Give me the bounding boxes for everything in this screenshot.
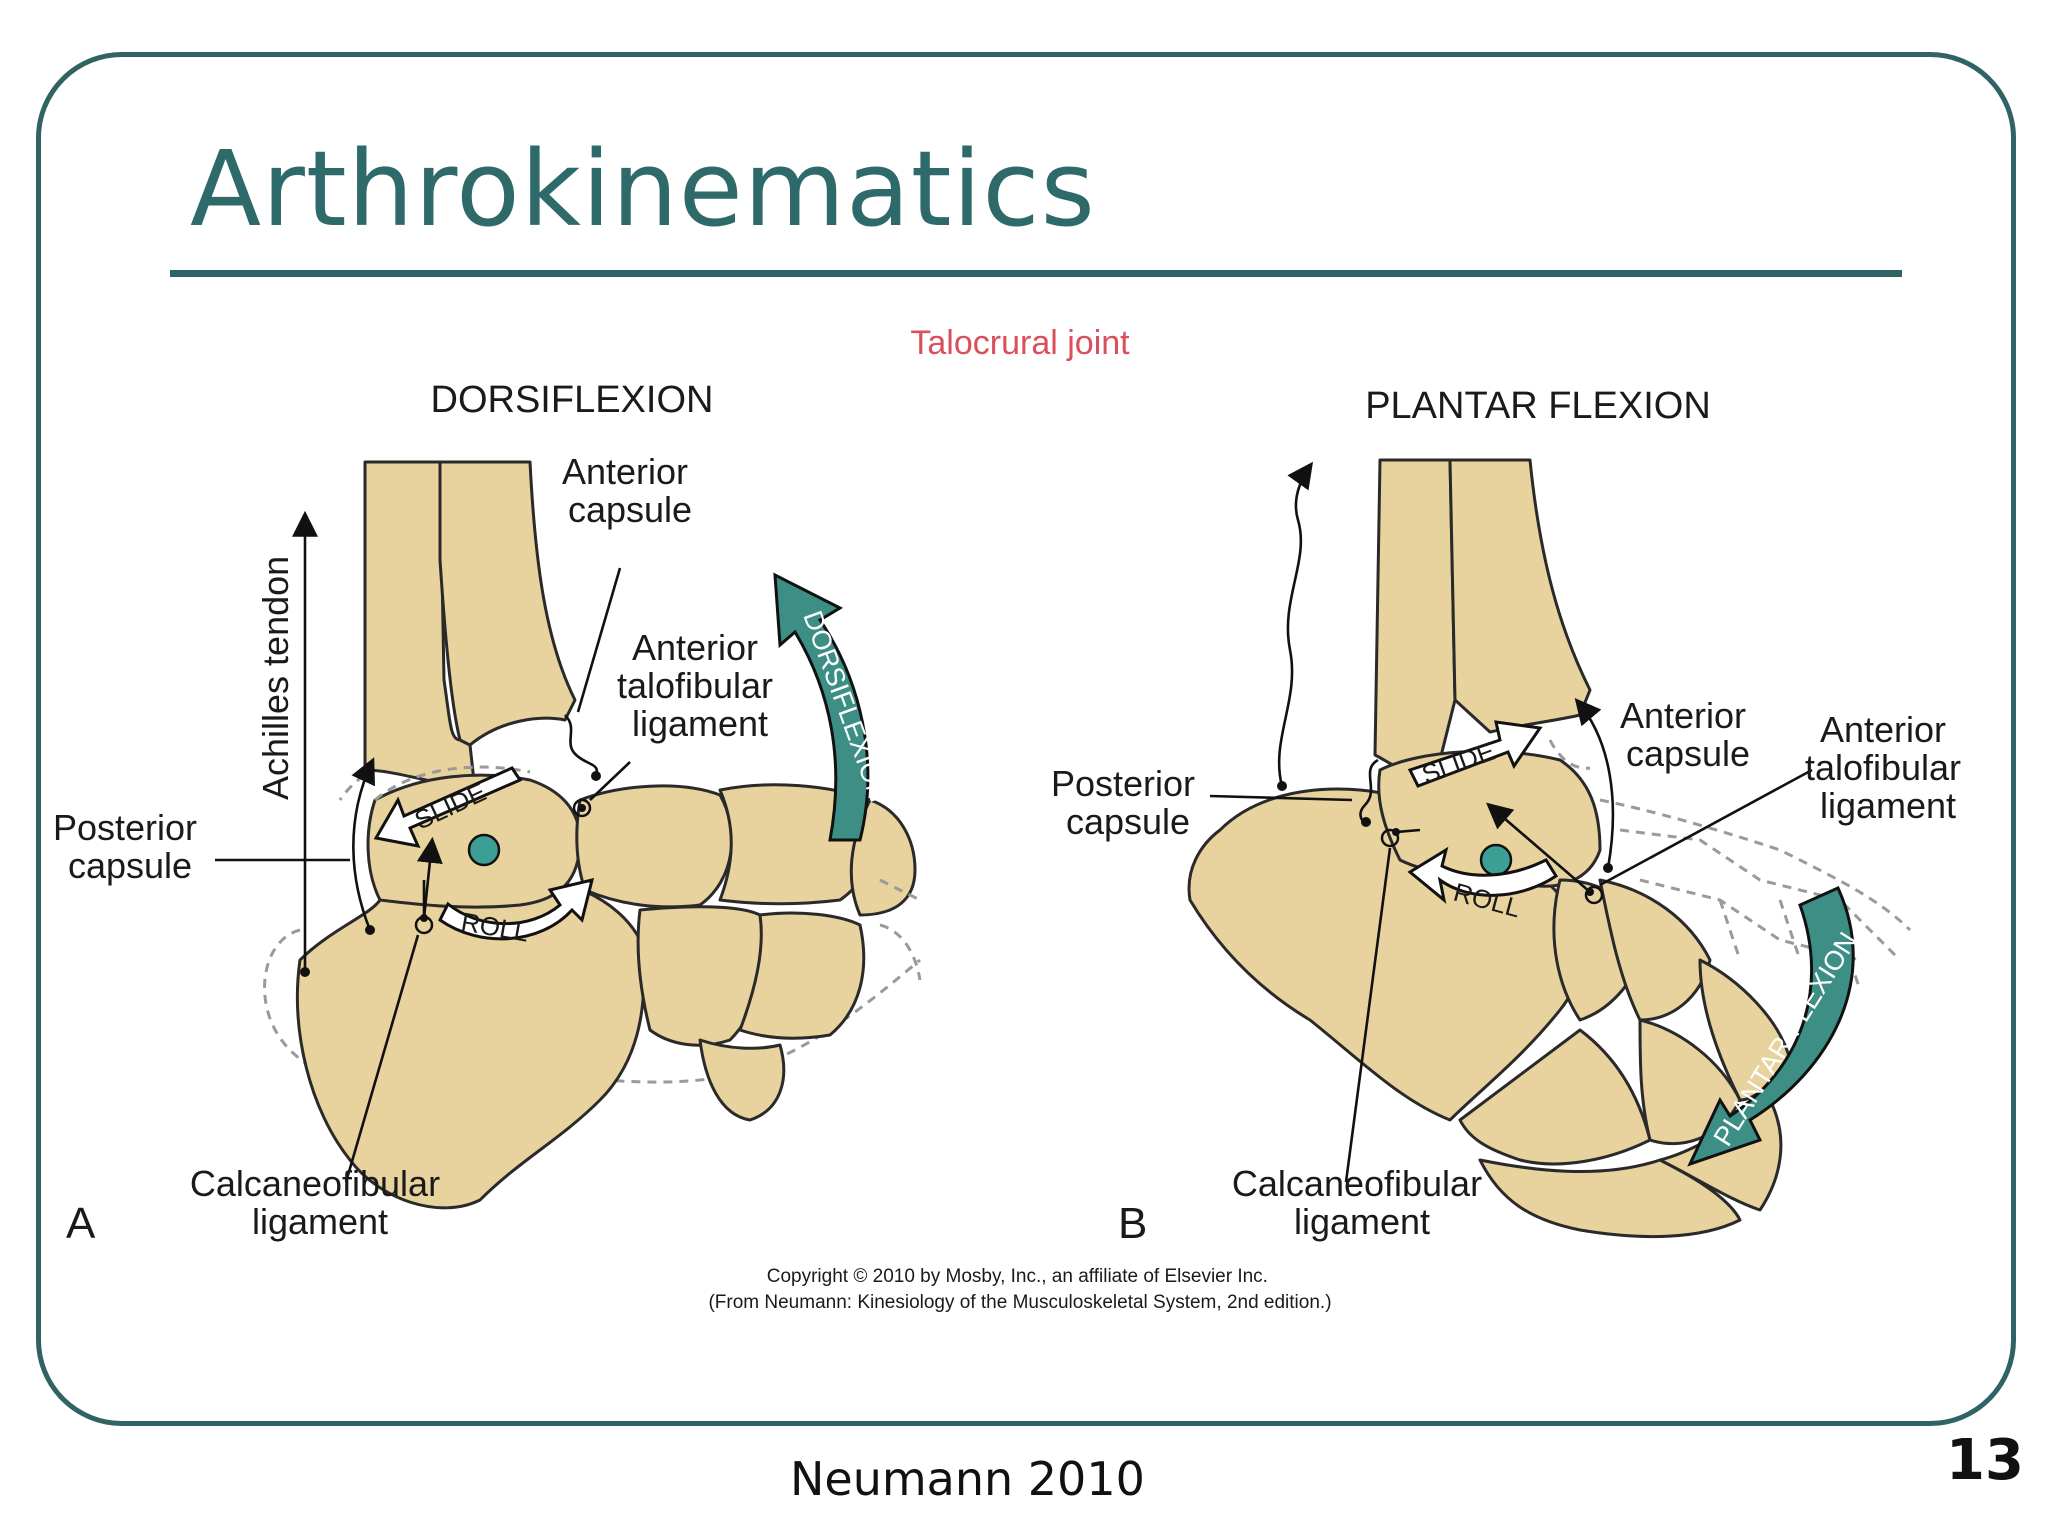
- panel-a-anterior-talofibular-label: Anterior talofibular ligament: [617, 627, 783, 744]
- figure-heading: Talocrural joint: [910, 324, 1130, 362]
- slide-footer: Neumann 2010: [790, 1452, 1145, 1506]
- panel-a-fibula: [438, 460, 577, 747]
- panel-b-tibia: [1373, 458, 1457, 782]
- panel-a-letter: A: [66, 1199, 96, 1248]
- panel-b-achilles-tendon: [1277, 461, 1314, 787]
- panel-b-anterior-talofibular-label: Anterior talofibular ligament: [1805, 709, 1971, 826]
- panel-b-posterior-capsule-label: Posterior capsule: [1051, 763, 1205, 842]
- panel-a-axis-dot: [467, 833, 501, 867]
- panel-a-anterior-capsule-label: Anterior capsule: [562, 451, 698, 530]
- panel-b-anterior-capsule-label: Anterior capsule: [1620, 695, 1756, 774]
- panel-b-letter: B: [1118, 1199, 1147, 1248]
- figure-copyright: Copyright © 2010 by Mosby, Inc., an affi…: [708, 1266, 1331, 1313]
- panel-a: DORSIFLEXION Achilles tendon: [53, 379, 922, 1248]
- slide-title: Arthrokinematics: [190, 128, 1096, 250]
- panel-a-calcaneofibular-label: Calcaneofibular ligament: [190, 1163, 450, 1242]
- panel-b: PLANTAR FLEXION: [1051, 385, 1971, 1248]
- slide-number: 13: [1946, 1428, 2024, 1493]
- panel-b-fibula: [1448, 458, 1592, 734]
- panel-b-calcaneofibular-label: Calcaneofibular ligament: [1232, 1163, 1492, 1242]
- panel-a-title: DORSIFLEXION: [431, 379, 714, 421]
- panel-a-posterior-capsule-label: Posterior capsule: [53, 807, 207, 886]
- title-divider: [170, 270, 1902, 277]
- panel-b-roll-arrow: ROLL: [1407, 846, 1559, 923]
- panel-b-title: PLANTAR FLEXION: [1365, 385, 1711, 427]
- panel-b-axis-dot: [1479, 843, 1513, 877]
- panel-a-achilles-label: Achilles tendon: [255, 556, 296, 800]
